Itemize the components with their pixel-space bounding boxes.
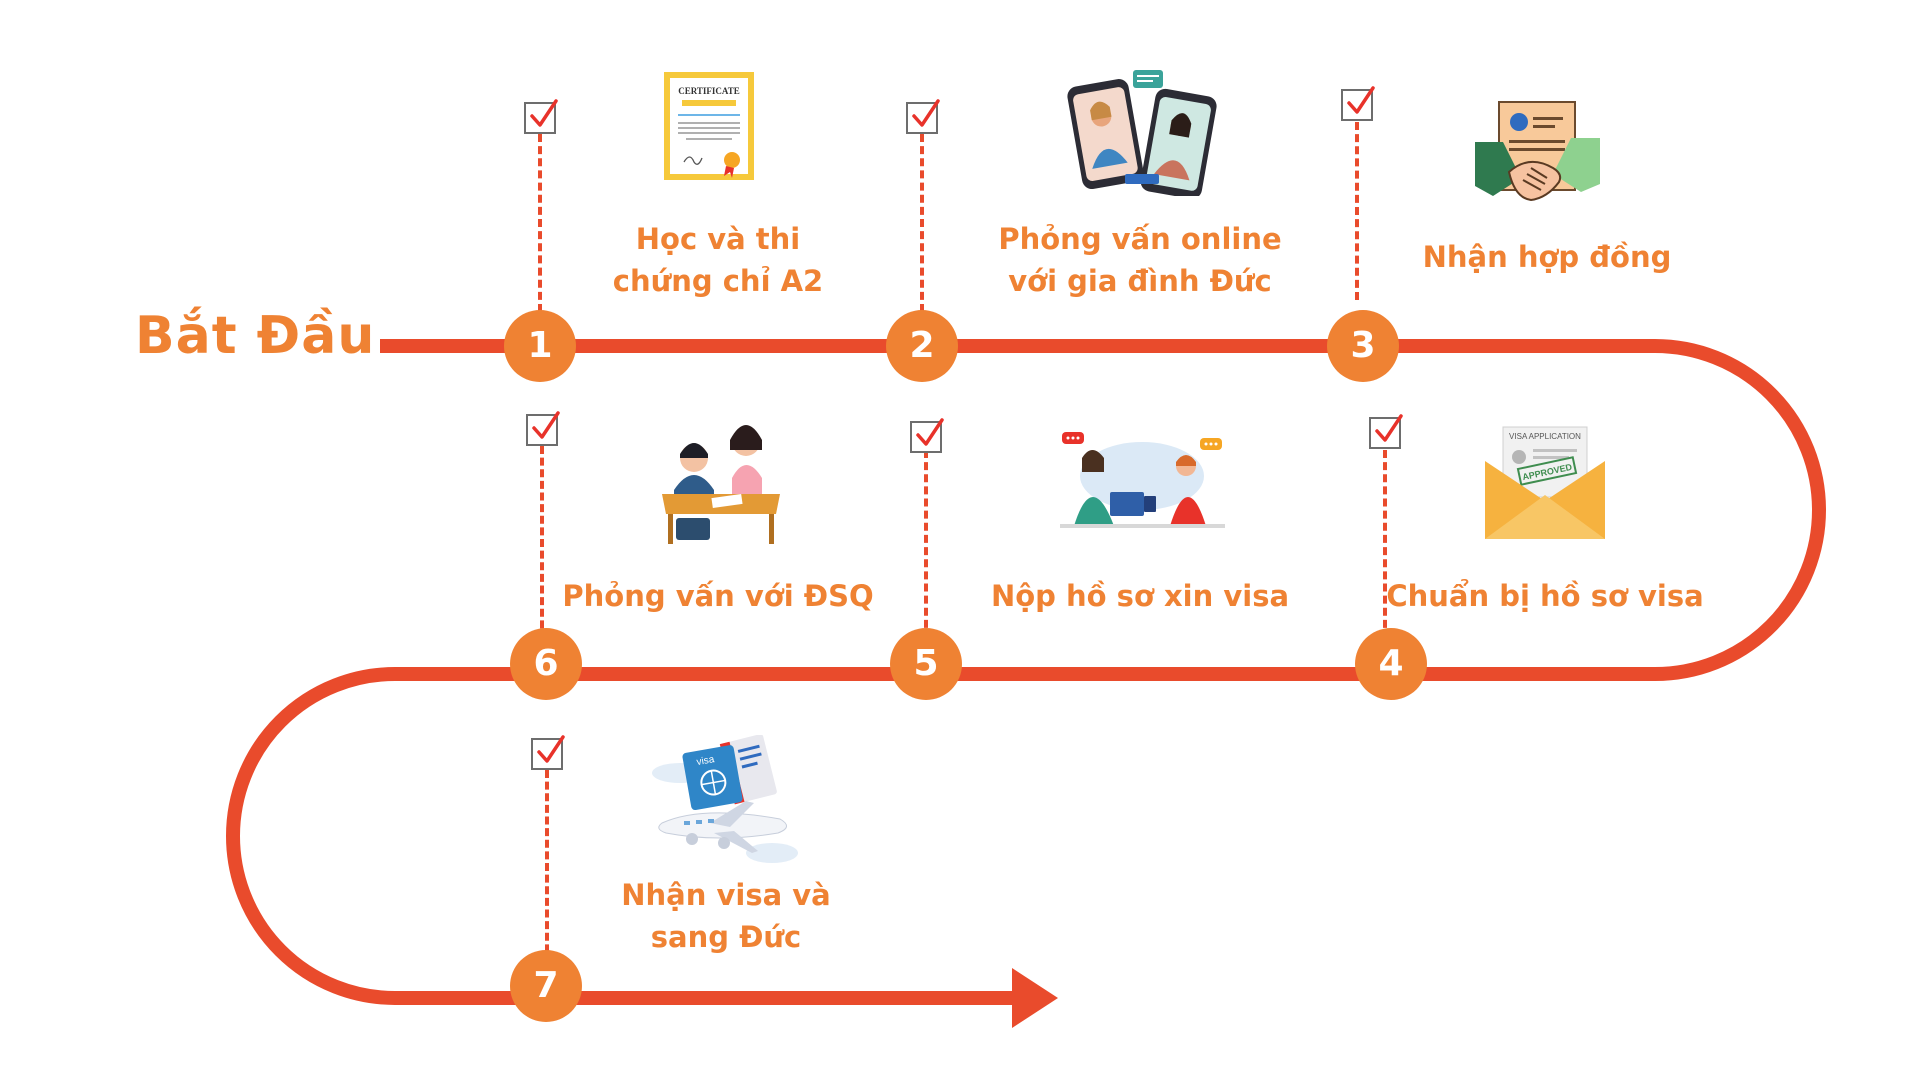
path-line <box>226 339 1826 1005</box>
handshake-contract-icon <box>1475 101 1600 202</box>
check-mark-icon <box>537 735 565 763</box>
step-4-label-line1: Chuẩn bị hồ sơ visa <box>1386 579 1704 613</box>
step-5-checkbox <box>910 418 944 453</box>
step-4-label: Chuẩn bị hồ sơ visa <box>1355 575 1735 617</box>
step-7-checkbox <box>531 735 565 770</box>
step-2-connector <box>920 134 924 312</box>
visa-application-header: VISA APPLICATION <box>1509 432 1581 441</box>
step-2-label-line2: với gia đình Đức <box>1008 264 1272 298</box>
step-3-checkbox <box>1341 86 1375 121</box>
step-3-connector <box>1355 122 1359 300</box>
step-2-label: Phỏng vấn online với gia đình Đức <box>950 218 1330 302</box>
step-5-label-line1: Nộp hồ sơ xin visa <box>990 579 1290 613</box>
step-1-checkbox <box>524 99 558 134</box>
check-mark-icon <box>1347 86 1375 114</box>
certificate-title: CERTIFICATE <box>678 86 740 96</box>
step-7-label-line2: sang Đức <box>650 920 802 954</box>
start-label: Bắt Đầu <box>135 306 376 366</box>
visa-application-envelope-icon: VISA APPLICATION APPROVED <box>1485 426 1605 539</box>
step-2-number: 2 <box>886 310 958 382</box>
step-1-number: 1 <box>504 310 576 382</box>
step-2-checkbox <box>906 99 940 134</box>
step-3-label: Nhận hợp đồng <box>1377 236 1717 278</box>
video-call-icon <box>1067 70 1217 196</box>
step-5-connector <box>924 450 928 640</box>
step-7-number: 7 <box>510 950 582 1022</box>
step-7-label: Nhận visa và sang Đức <box>556 874 896 958</box>
step-6-label: Phỏng vấn với ĐSQ <box>548 575 888 617</box>
step-3-label-line1: Nhận hợp đồng <box>1422 240 1672 274</box>
certificate-icon: CERTIFICATE <box>664 72 754 180</box>
step-5-label: Nộp hồ sơ xin visa <box>970 575 1310 617</box>
check-mark-icon <box>530 99 558 127</box>
step-3-number: 3 <box>1327 310 1399 382</box>
embassy-interview-icon <box>662 425 780 544</box>
visa-submission-icon <box>1060 432 1225 528</box>
step-7-connector <box>545 770 549 964</box>
step-1-label: Học và thi chứng chỉ A2 <box>548 218 888 302</box>
check-mark-icon <box>912 99 940 127</box>
step-4-connector <box>1383 450 1387 640</box>
check-mark-icon <box>532 411 560 439</box>
step-6-label-line1: Phỏng vấn với ĐSQ <box>562 579 874 613</box>
step-1-connector <box>538 134 542 312</box>
step-1-label-line2: chứng chỉ A2 <box>612 264 824 298</box>
step-6-connector <box>540 446 544 640</box>
step-6-checkbox <box>526 411 560 446</box>
step-5-number: 5 <box>890 628 962 700</box>
step-6-number: 6 <box>510 628 582 700</box>
step-1-label-line1: Học và thi <box>635 222 801 256</box>
check-mark-icon <box>1375 414 1403 442</box>
step-4-checkbox <box>1369 414 1403 449</box>
step-7-label-line1: Nhận visa và <box>621 878 831 912</box>
airplane-visa-icon: visa <box>652 735 798 863</box>
path-arrowhead <box>1012 968 1058 1028</box>
visa-card-text: visa <box>696 754 716 768</box>
step-4-number: 4 <box>1355 628 1427 700</box>
check-mark-icon <box>916 418 944 446</box>
step-2-label-line1: Phỏng vấn online <box>998 222 1282 256</box>
